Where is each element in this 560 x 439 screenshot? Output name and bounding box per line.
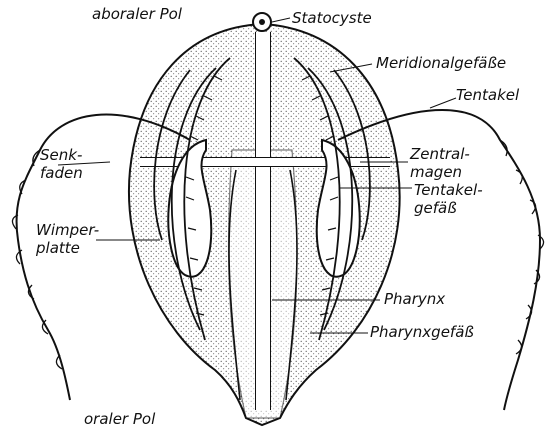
tentacle-left xyxy=(15,113,191,401)
label-central-stomach: Zentral-magen xyxy=(410,145,470,181)
label-oral-pole: oraler Pol xyxy=(84,410,156,428)
label-statocyst: Statocyste xyxy=(292,9,372,27)
label-side-filaments: Senk-faden xyxy=(40,146,83,182)
comb-plates xyxy=(185,75,339,316)
pharynx-vessel-right xyxy=(285,169,298,401)
label-pharynx-vessel: Pharynxgefäß xyxy=(370,323,474,341)
label-comb-plate: Wimper-platte xyxy=(36,221,100,257)
side-filaments xyxy=(11,139,545,370)
tentacle-right xyxy=(337,109,542,411)
leader-lines xyxy=(57,17,457,334)
label-meridional-vessels: Meridionalgefäße xyxy=(376,54,507,72)
meridional-vessels-left xyxy=(153,57,231,341)
label-aboral-pole: aboraler Pol xyxy=(92,5,182,23)
label-tentacle-vessel: Tentakel-gefäß xyxy=(414,181,483,217)
label-pharynx: Pharynx xyxy=(384,290,446,308)
pharynx-vessel-left xyxy=(228,169,241,401)
label-tentacle: Tentakel xyxy=(456,86,520,104)
